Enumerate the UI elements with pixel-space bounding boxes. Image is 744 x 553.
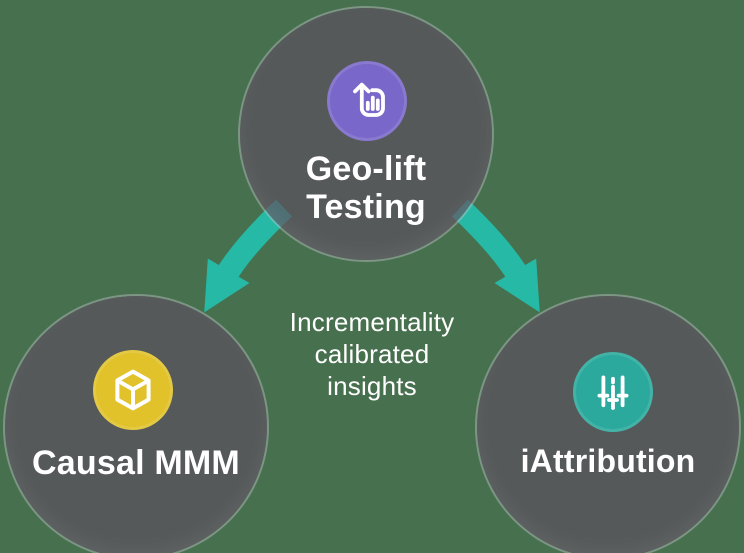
center-caption-line2: calibrated [314,339,430,369]
center-caption-line1: Incrementality [289,307,455,337]
arrow-to-iattribution [452,199,540,313]
geo-lift-testing-label: Geo-lift Testing [216,150,516,226]
geo-lift-icon-badge [327,61,407,141]
geo-lift-testing-label-line1: Geo-lift [305,150,427,188]
causal-mmm-label: Causal MMM [32,444,240,482]
iattribution-label: iAttribution [520,443,696,479]
cube-icon [115,369,151,411]
causal-mmm-icon-badge [93,350,173,430]
iattribution-icon-badge [573,352,653,432]
sliders-icon [597,375,629,410]
geo-lift-testing-label-line2: Testing [306,188,426,226]
bar-chart-up-icon [353,82,385,117]
center-caption: Incrementality calibrated insights [222,306,522,402]
center-caption-line3: insights [327,371,417,401]
